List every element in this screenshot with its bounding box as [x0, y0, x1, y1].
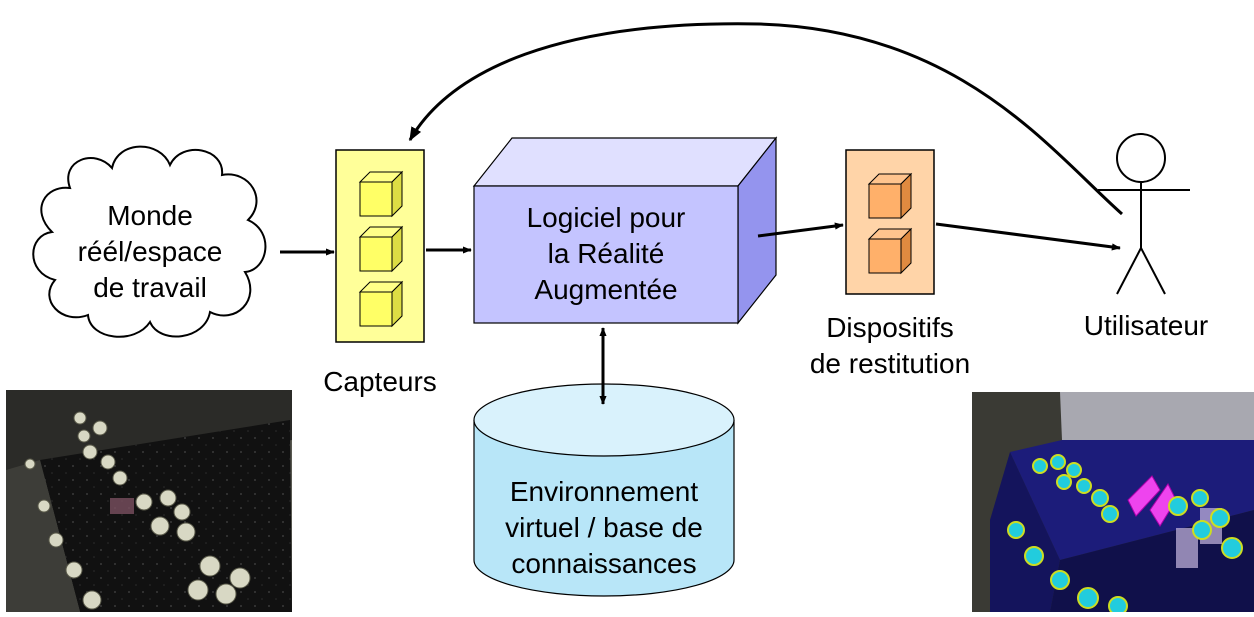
- sensors-box: [335, 149, 425, 343]
- knowledge-base-label-line: virtuel / base de: [505, 512, 703, 543]
- devices-label-line: Dispositifs: [826, 312, 954, 343]
- user-label: Utilisateur: [1083, 310, 1209, 341]
- arrow-user-feedback-to-sensors: [408, 22, 1123, 216]
- world-label-line: Monde: [107, 200, 193, 231]
- world-label: Monde réél/espace de travail: [40, 198, 260, 306]
- devices-label: Dispositifs de restitution: [780, 310, 1000, 382]
- arrows: [280, 22, 1123, 405]
- augmented-workspace-render: [972, 392, 1254, 616]
- device-cube: [867, 227, 913, 275]
- arrow-devices-to-user: [935, 222, 1121, 251]
- device-cube: [867, 172, 913, 220]
- software-label-line: la Réalité: [547, 238, 665, 269]
- sensors-label: Capteurs: [323, 366, 437, 397]
- software-label-line: Augmentée: [534, 274, 678, 305]
- sensor-cube: [358, 170, 404, 218]
- arrow-software-to-devices: [757, 222, 844, 238]
- user-stick-figure: [1098, 133, 1190, 295]
- devices-label-line: de restitution: [809, 348, 971, 379]
- output-devices-box: [845, 149, 935, 295]
- knowledge-base-label-line: Environnement: [509, 476, 699, 507]
- software-label: Logiciel pour la Réalité Augmentée: [474, 200, 738, 308]
- world-label-line: réél/espace: [77, 236, 223, 267]
- sensor-cube: [358, 280, 404, 328]
- world-label-line: de travail: [93, 272, 207, 303]
- real-workspace-photo: [6, 390, 292, 612]
- knowledge-base-label-line: connaissances: [511, 548, 697, 579]
- world-cloud: [32, 145, 267, 338]
- ar-software-box: [472, 136, 778, 325]
- software-label-line: Logiciel pour: [526, 202, 686, 233]
- sensor-cube: [358, 225, 404, 273]
- knowledge-base-label: Environnement virtuel / base de connaiss…: [474, 474, 734, 582]
- knowledge-base-cylinder: [473, 383, 735, 597]
